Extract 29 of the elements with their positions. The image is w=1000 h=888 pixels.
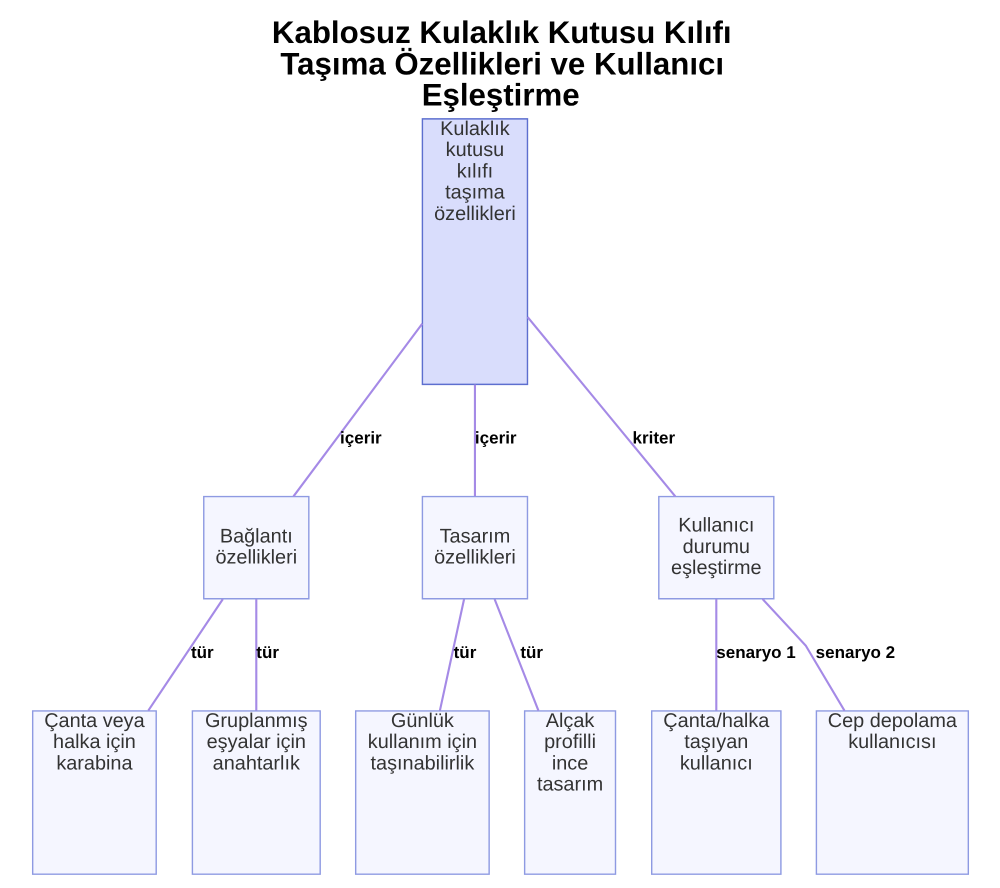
edge-label: tür [453, 642, 476, 662]
edge-label: tür [520, 642, 543, 662]
connector [526, 316, 676, 498]
node-box: Kulaklık kutusu kılıfı taşıma özellikleri [421, 118, 528, 386]
connector [761, 598, 845, 712]
node-box: Çanta veya halka için karabina [31, 710, 156, 875]
connector [714, 599, 717, 711]
connector [438, 599, 465, 711]
edge-label: içerir [474, 428, 516, 448]
edge-label: tür [190, 642, 214, 662]
edge-label: içerir [340, 428, 382, 448]
connector [146, 598, 224, 712]
connector [493, 598, 539, 711]
node-box: Cep depolama kullanıcısı [815, 710, 969, 875]
node-box: Bağlantı özellikleri [202, 496, 310, 600]
connector [292, 323, 423, 498]
connector [254, 599, 257, 711]
node-box: Çanta/halka taşıyan kullanıcı [650, 710, 782, 875]
edge-label: senaryo 2 [815, 642, 895, 662]
node-box: Günlük kullanım için taşınabilirlik [354, 710, 490, 875]
connector [473, 384, 476, 496]
edge-label: kriter [632, 428, 675, 448]
node-box: Gruplanmış eşyalar için anahtarlık [191, 710, 320, 875]
edge-label: tür [256, 642, 278, 662]
edge-label: senaryo 1 [716, 642, 796, 662]
node-box: Alçak profilli ince tasarım [523, 710, 616, 875]
node-box: Kullanıcı durumu eşleştirme [658, 496, 774, 600]
node-box: Tasarım özellikleri [421, 496, 528, 600]
diagram-title: Kablosuz Kulaklık Kutusu Kılıfı Taşıma Özellikleri ve Kullanıcı Eşleştirme [271, 15, 732, 113]
